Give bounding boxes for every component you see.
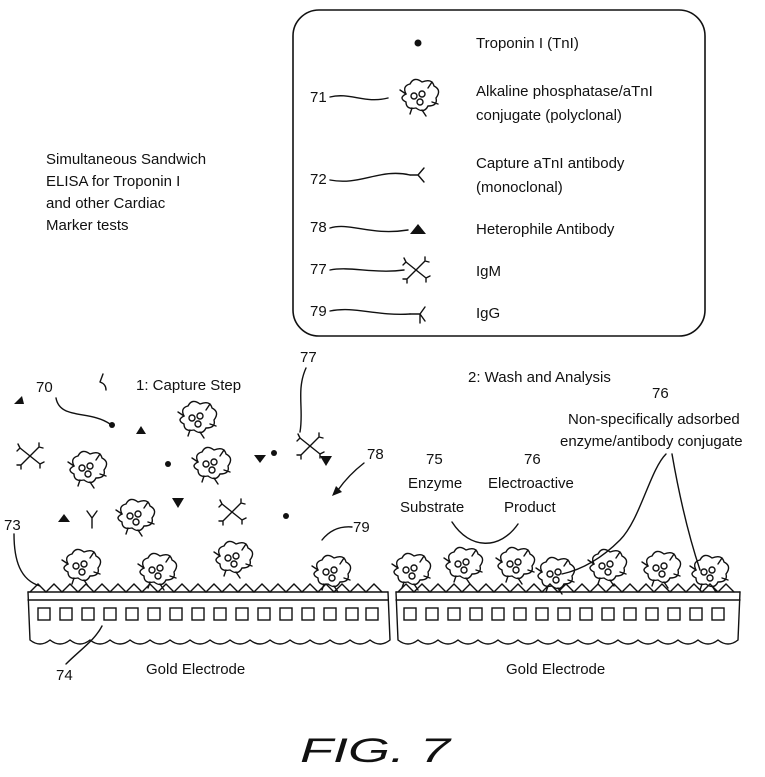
legend-item-igm: IgM	[476, 263, 501, 280]
ref-78: 78	[367, 446, 384, 463]
legend-item-igg: IgG	[476, 305, 500, 322]
y-antibody-icon	[410, 168, 424, 182]
ref-76: 76	[524, 451, 541, 468]
legend-item-heterophile: Heterophile Antibody	[476, 221, 615, 238]
product-line-2: Product	[504, 499, 557, 516]
nonspecific-line-2: enzyme/antibody conjugate	[560, 433, 743, 450]
electrode-left-label: Gold Electrode	[146, 661, 245, 678]
ref-77: 77	[300, 349, 317, 366]
gold-electrode-left: Gold Electrode	[28, 541, 390, 678]
star-antibody-icon	[403, 257, 430, 283]
legend-ref-77: 77	[310, 261, 327, 278]
title-line-2: ELISA for Troponin I	[46, 173, 180, 190]
electrode-right-label: Gold Electrode	[506, 661, 605, 678]
ref-73: 73	[4, 517, 21, 534]
ref-79: 79	[353, 519, 370, 536]
legend-item-conjugate-1: Alkaline phosphatase/aTnI	[476, 83, 653, 100]
conjugate-cluster-icon	[400, 79, 439, 116]
figure-label: FIG. 7	[300, 732, 452, 770]
ref-74: 74	[56, 667, 73, 684]
dot-icon	[415, 40, 422, 47]
legend-item-capture-2: (monoclonal)	[476, 179, 563, 196]
gold-electrode-right: Gold Electrode	[392, 547, 740, 678]
legend-ref-78: 78	[310, 219, 327, 236]
legend-item-capture-1: Capture aTnI antibody	[476, 155, 625, 172]
enzyme-line-2: Substrate	[400, 499, 464, 516]
legend-item-conjugate-2: conjugate (polyclonal)	[476, 107, 622, 124]
diagram-title: Simultaneous Sandwich ELISA for Troponin…	[46, 151, 206, 234]
legend-ref-72: 72	[310, 171, 327, 188]
legend-box: Troponin I (TnI) 71 Alkaline phosphatase…	[293, 10, 705, 336]
ref-70: 70	[36, 379, 53, 396]
legend-border	[293, 10, 705, 336]
step1-molecules	[14, 374, 332, 536]
legend-ref-71: 71	[310, 89, 327, 106]
product-line-1: Electroactive	[488, 475, 574, 492]
ref-75: 75	[426, 451, 443, 468]
title-line-1: Simultaneous Sandwich	[46, 151, 206, 168]
step2-label: 2: Wash and Analysis	[468, 369, 611, 386]
title-line-4: Marker tests	[46, 217, 129, 234]
y-antibody-icon	[410, 307, 425, 323]
title-line-3: and other Cardiac	[46, 195, 166, 212]
legend-item-troponin: Troponin I (TnI)	[476, 35, 579, 52]
step1-label: 1: Capture Step	[136, 377, 241, 394]
enzyme-line-1: Enzyme	[408, 475, 462, 492]
ref-76-top: 76	[652, 385, 669, 402]
legend-ref-79: 79	[310, 303, 327, 320]
nonspecific-line-1: Non-specifically adsorbed	[568, 411, 740, 428]
triangle-icon	[410, 224, 426, 234]
